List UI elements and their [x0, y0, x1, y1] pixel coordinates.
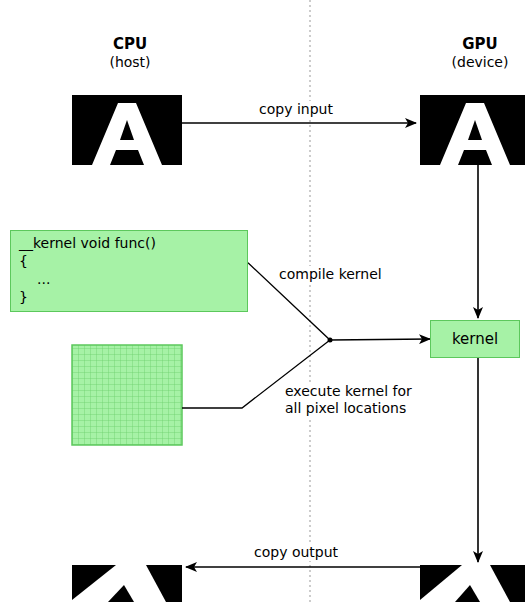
kernel-box: kernel [430, 320, 520, 358]
from-kernel-arrow [477, 358, 479, 562]
copy-input-arrow [182, 122, 416, 123]
edge-label: compile kernel [277, 266, 384, 283]
arrow-label: execute kernel for all pixel locations [283, 383, 427, 417]
arrow-label: copy input [257, 101, 335, 118]
device-input-image [420, 95, 525, 165]
input-image [72, 95, 182, 165]
node-text: __kernel void func() [19, 234, 239, 252]
output-image [72, 565, 182, 602]
code-box: __kernel void func(){...} [10, 230, 248, 312]
column-heading: CPU [78, 36, 182, 53]
to-kernel-arrow [477, 165, 479, 318]
connector [248, 263, 430, 340]
column-subheading: (device) [428, 54, 525, 71]
column-heading: GPU [428, 36, 525, 53]
node-text: } [19, 288, 239, 306]
node-text: { [19, 252, 239, 270]
pixel-grid [72, 345, 182, 445]
column-subheading: (host) [78, 54, 182, 71]
copy-output-arrow [186, 566, 420, 567]
device-output-image [420, 565, 525, 602]
node-text: kernel [452, 330, 498, 348]
arrow-label: copy output [252, 544, 340, 561]
node-text: ... [19, 270, 239, 288]
divider-line [310, 0, 311, 602]
